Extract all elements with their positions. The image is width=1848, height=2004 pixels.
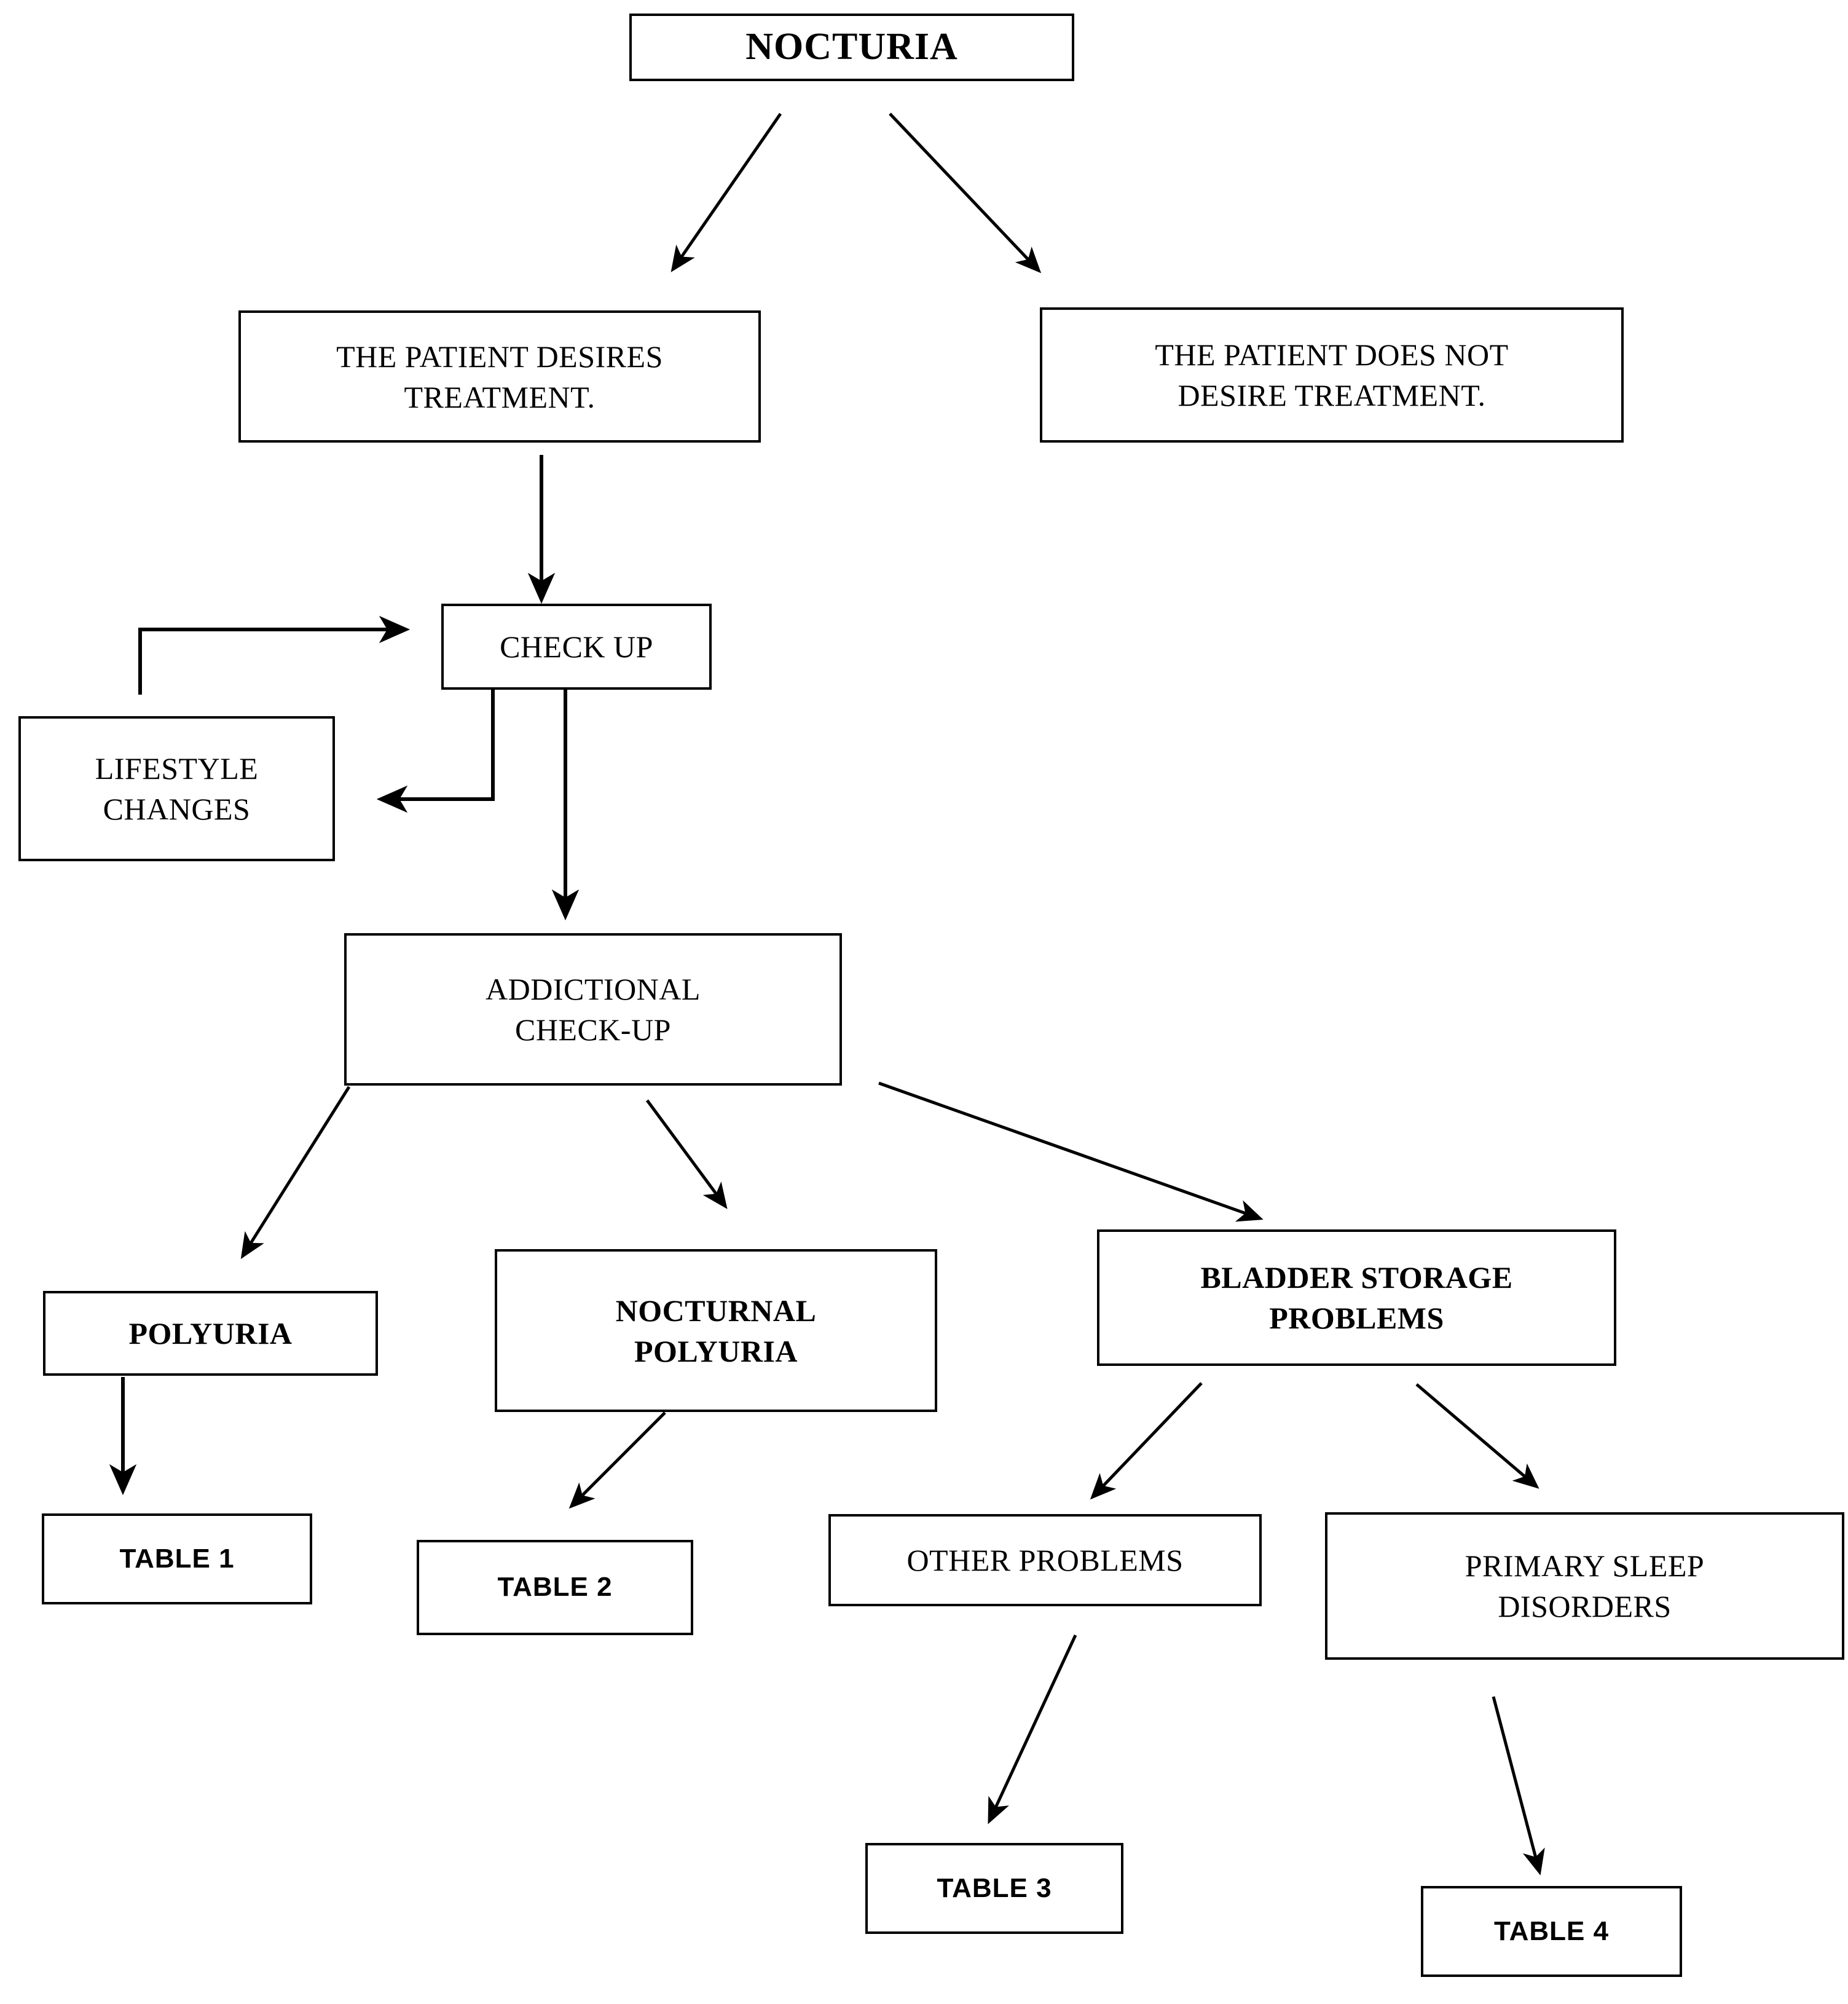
edge-addictional-to-polyuria [240, 1086, 351, 1260]
edge-bladder-to-other-problems [1090, 1382, 1203, 1500]
node-lifestyle-changes-label: LIFESTYLE CHANGES [95, 751, 259, 826]
node-table-2-label: TABLE 2 [497, 1572, 613, 1603]
edge-addictional-to-bladder [878, 1081, 1264, 1222]
node-bladder-storage-problems[interactable]: BLADDER STORAGE PROBLEMS [1097, 1229, 1616, 1366]
node-patient-does-not-desire-treatment-label: THE PATIENT DOES NOT DESIRE TREATMENT. [1155, 337, 1509, 412]
node-other-problems[interactable]: OTHER PROBLEMS [828, 1514, 1262, 1606]
node-patient-desires-treatment-label: THE PATIENT DESIRES TREATMENT. [336, 339, 663, 414]
node-lifestyle-changes[interactable]: LIFESTYLE CHANGES [18, 716, 335, 861]
node-other-problems-label: OTHER PROBLEMS [906, 1543, 1184, 1577]
node-table-3-label: TABLE 3 [937, 1872, 1052, 1903]
edge-addictional-to-nocturnal-polyuria [645, 1099, 728, 1209]
edge-nocturnal-polyuria-to-table2 [568, 1411, 666, 1509]
edge-sleep-to-table4 [1492, 1696, 1545, 1876]
edge-nocturia-to-desires [670, 112, 782, 272]
node-table-1[interactable]: TABLE 1 [42, 1513, 312, 1604]
node-primary-sleep-disorders-label: PRIMARY SLEEP DISORDERS [1465, 1548, 1705, 1623]
node-table-4-label: TABLE 4 [1493, 1915, 1610, 1946]
node-nocturnal-polyuria[interactable]: NOCTURNAL POLYURIA [495, 1249, 937, 1412]
node-table-4[interactable]: TABLE 4 [1421, 1886, 1682, 1977]
node-patient-desires-treatment[interactable]: THE PATIENT DESIRES TREATMENT. [238, 310, 761, 443]
node-polyuria-label: POLYURIA [128, 1316, 293, 1351]
node-nocturia-label: NOCTURIA [745, 26, 958, 68]
node-bladder-storage-problems-label: BLADDER STORAGE PROBLEMS [1200, 1260, 1513, 1335]
node-primary-sleep-disorders[interactable]: PRIMARY SLEEP DISORDERS [1325, 1512, 1844, 1660]
node-check-up[interactable]: CHECK UP [441, 604, 712, 690]
node-table-1-label: TABLE 1 [119, 1543, 235, 1574]
node-addictional-check-up[interactable]: ADDICTIONAL CHECK-UP [344, 933, 842, 1086]
node-polyuria[interactable]: POLYURIA [43, 1291, 378, 1376]
edge-other-problems-to-table3 [988, 1634, 1077, 1825]
edge-checkup-to-lifestyle [376, 688, 495, 813]
node-nocturia[interactable]: NOCTURIA [629, 14, 1074, 81]
node-table-3[interactable]: TABLE 3 [865, 1843, 1123, 1934]
node-table-2[interactable]: TABLE 2 [417, 1540, 693, 1635]
node-addictional-check-up-label: ADDICTIONAL CHECK-UP [486, 972, 701, 1047]
node-check-up-label: CHECK UP [500, 629, 653, 664]
edge-lifestyle-to-checkup [138, 615, 411, 695]
edge-bladder-to-sleep [1415, 1383, 1539, 1489]
node-nocturnal-polyuria-label: NOCTURNAL POLYURIA [615, 1293, 817, 1368]
edge-nocturia-to-not-desires [889, 112, 1042, 274]
node-patient-does-not-desire-treatment[interactable]: THE PATIENT DOES NOT DESIRE TREATMENT. [1040, 307, 1624, 443]
